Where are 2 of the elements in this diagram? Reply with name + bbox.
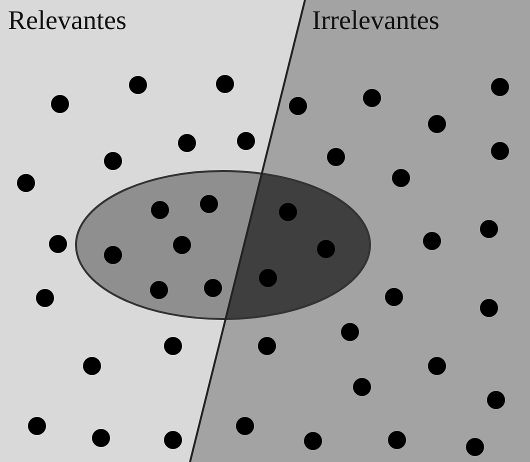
region-label: Irrelevantes: [312, 4, 440, 36]
region-label: Relevantes: [8, 4, 126, 36]
